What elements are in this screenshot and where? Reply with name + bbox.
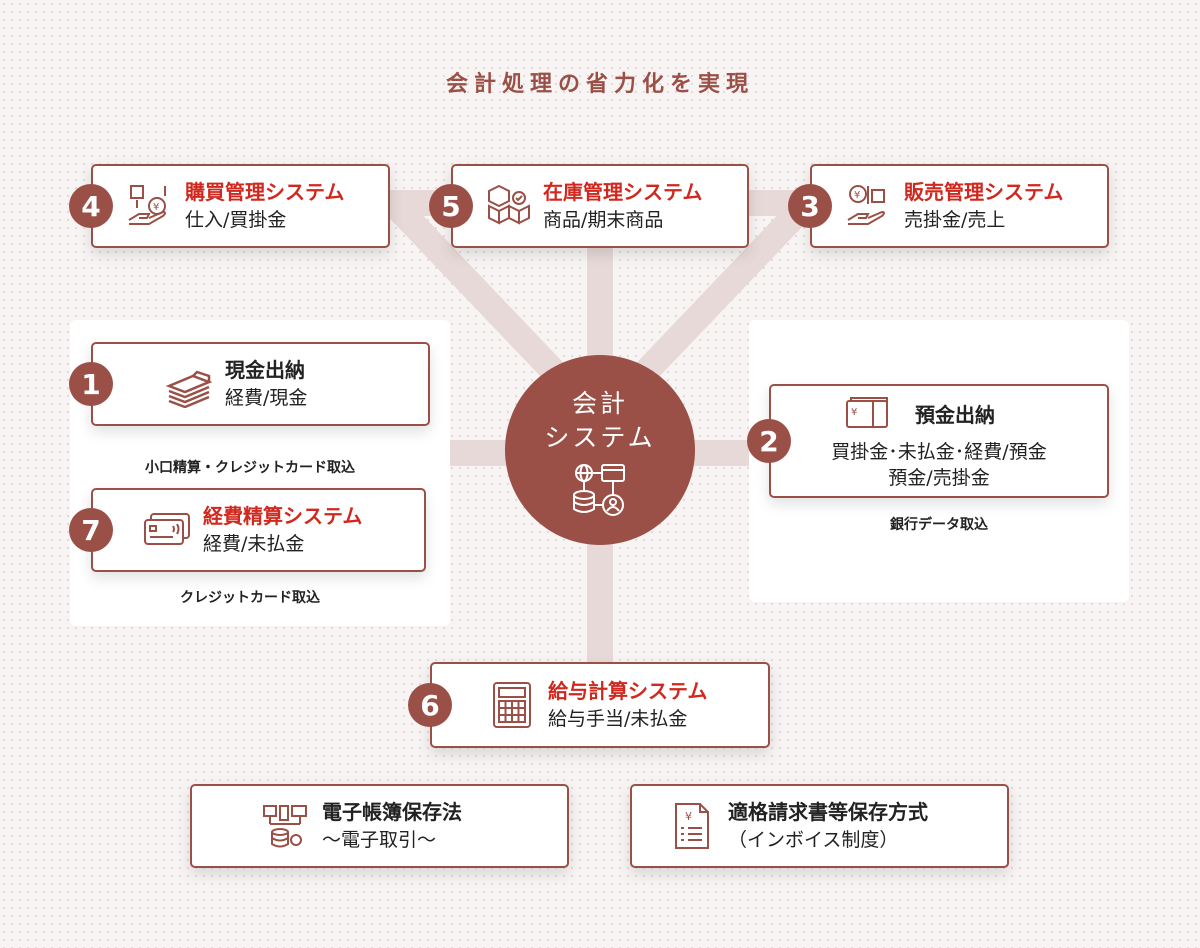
caption-expense: クレジットカード取込 xyxy=(180,590,320,606)
step-number: 3 xyxy=(788,184,832,228)
caption-deposit: 銀行データ取込 xyxy=(890,517,988,533)
box-title: 給与計算システム xyxy=(548,679,708,703)
box-subtitle: 給与手当/未払金 xyxy=(548,708,688,730)
box-subtitle: 売掛金/売上 xyxy=(904,209,1006,231)
box-subtitle: ～電子取引～ xyxy=(322,829,437,851)
box-inventory: 5 在庫管理システム商品/期末商品 xyxy=(429,164,749,248)
box-subtitle: 経費/現金 xyxy=(225,387,308,409)
computers-database-icon xyxy=(263,805,307,848)
box-title: 購買管理システム xyxy=(185,180,345,204)
box-subtitle: 仕入/買掛金 xyxy=(185,209,287,231)
box-subtitle: 買掛金･未払金･経費/預金 xyxy=(831,441,1047,463)
svg-text:¥: ¥ xyxy=(685,810,692,823)
bankbook-icon: ¥ xyxy=(846,397,888,428)
svg-text:¥: ¥ xyxy=(854,190,860,201)
accounting-system-hub: 会計 システム xyxy=(505,355,695,545)
box-expense: 7 経費精算システム経費/未払金 xyxy=(69,488,426,572)
step-number: 4 xyxy=(69,184,113,228)
hub-title-1: 会計 xyxy=(571,389,628,418)
step-number: 5 xyxy=(429,184,473,228)
box-purchase: 4 ¥ 購買管理システム仕入/買掛金 xyxy=(69,164,390,248)
box-title: 電子帳簿保存法 xyxy=(322,800,462,824)
box-payroll: 6 給与計算システム給与手当/未払金 xyxy=(408,662,770,748)
calculator-icon xyxy=(493,682,531,728)
box-title: 経費精算システム xyxy=(203,504,363,528)
box-subtitle-2: 預金/売掛金 xyxy=(888,467,990,489)
hub-title-2: システム xyxy=(544,423,656,452)
credit-card-icon xyxy=(144,513,190,545)
invoice-icon: ¥ xyxy=(675,803,709,849)
step-number: 6 xyxy=(408,683,452,727)
cash-stack-icon xyxy=(165,370,213,408)
box-subtitle: 経費/未払金 xyxy=(203,533,305,555)
svg-text:¥: ¥ xyxy=(851,407,857,418)
box-title: 現金出納 xyxy=(225,358,305,382)
box-subtitle: （インボイス制度） xyxy=(728,829,899,851)
box-invoice-system: ¥ 適格請求書等保存方式 （インボイス制度） xyxy=(630,784,1009,868)
sales-hand-icon: ¥ xyxy=(847,185,885,225)
purchase-hand-icon: ¥ xyxy=(128,185,166,225)
caption-cash: 小口精算・クレジットカード取込 xyxy=(145,460,355,476)
box-sales: 3 ¥ 販売管理システム売掛金/売上 xyxy=(788,164,1109,248)
box-title: 在庫管理システム xyxy=(543,180,703,204)
box-title: 預金出納 xyxy=(915,403,995,427)
boxes-icon xyxy=(488,184,530,225)
step-number: 2 xyxy=(747,419,791,463)
box-cash: 1 現金出納経費/現金 xyxy=(69,342,430,426)
box-title: 適格請求書等保存方式 xyxy=(728,800,928,824)
box-electronic-books-law: 電子帳簿保存法 ～電子取引～ xyxy=(190,784,569,868)
box-deposit: 2 ¥ 預金出納 買掛金･未払金･経費/預金 預金/売掛金 xyxy=(747,384,1109,498)
step-number: 7 xyxy=(69,508,113,552)
box-title: 販売管理システム xyxy=(904,180,1064,204)
network-database-icon xyxy=(573,464,625,516)
page-title: 会計処理の省力化を実現 xyxy=(445,72,754,97)
step-number: 1 xyxy=(69,362,113,406)
svg-text:¥: ¥ xyxy=(153,202,159,213)
box-subtitle: 商品/期末商品 xyxy=(543,209,664,231)
